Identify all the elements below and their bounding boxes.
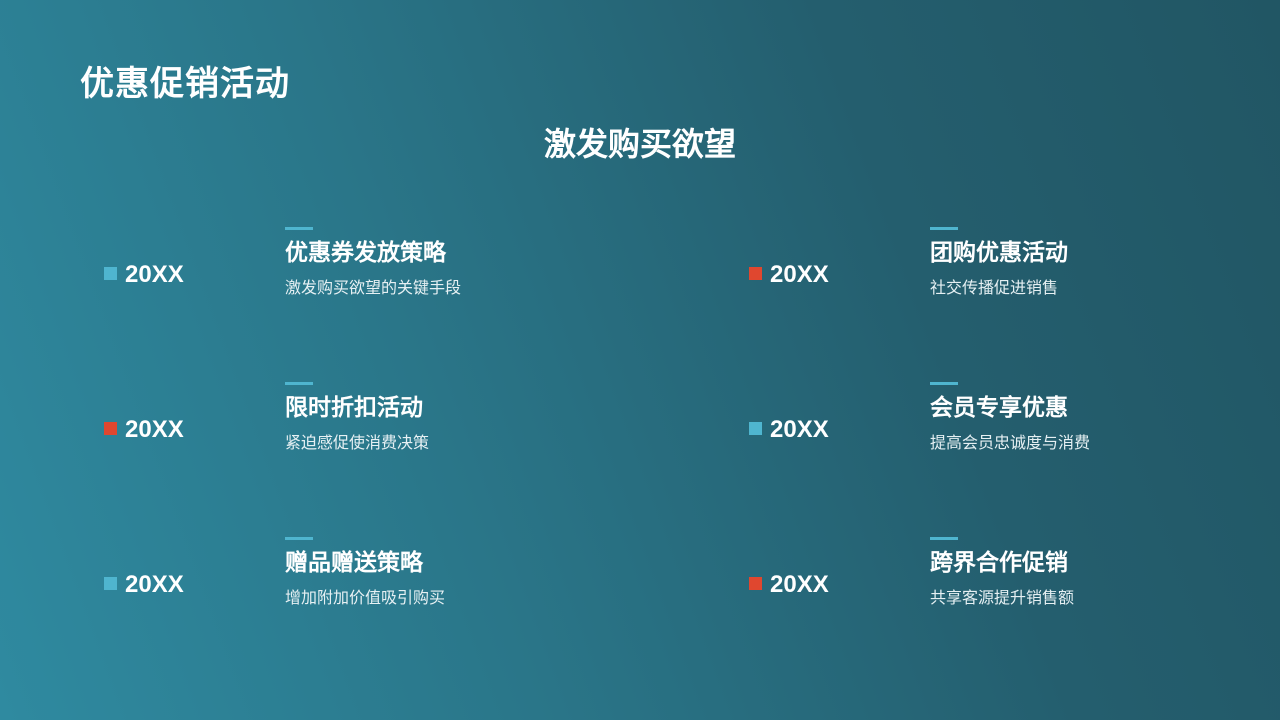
item-year: 20XX [770, 571, 829, 598]
accent-bar [285, 227, 313, 230]
square-bullet-icon [749, 422, 762, 435]
square-bullet-icon [749, 267, 762, 280]
item-description: 增加附加价值吸引购买 [285, 590, 446, 607]
accent-bar [285, 382, 313, 385]
item-description: 共享客源提升销售额 [930, 590, 1075, 607]
square-bullet-icon [749, 577, 762, 590]
item-heading: 团购优惠活动 [930, 239, 1068, 265]
promo-item-flash-sale: 20XX 限时折扣活动 紧迫感促使消费决策 [104, 382, 664, 462]
accent-bar [930, 227, 958, 230]
item-heading: 会员专享优惠 [930, 394, 1068, 420]
item-description: 紧迫感促使消费决策 [285, 435, 430, 452]
promo-item-member: 20XX 会员专享优惠 提高会员忠诚度与消费 [749, 382, 1280, 462]
accent-bar [285, 537, 313, 540]
promo-item-group-buy: 20XX 团购优惠活动 社交传播促进销售 [749, 227, 1280, 307]
item-heading: 跨界合作促销 [930, 549, 1068, 575]
promo-item-gift: 20XX 赠品赠送策略 增加附加价值吸引购买 [104, 537, 664, 617]
square-bullet-icon [104, 422, 117, 435]
square-bullet-icon [104, 267, 117, 280]
slide-title: 优惠促销活动 [80, 65, 290, 103]
item-description: 激发购买欲望的关键手段 [285, 280, 462, 297]
square-bullet-icon [104, 577, 117, 590]
promo-item-crossover: 20XX 跨界合作促销 共享客源提升销售额 [749, 537, 1280, 617]
accent-bar [930, 382, 958, 385]
item-year: 20XX [125, 416, 184, 443]
slide-subtitle: 激发购买欲望 [543, 126, 736, 162]
item-year: 20XX [125, 571, 184, 598]
item-description: 社交传播促进销售 [930, 280, 1059, 297]
item-description: 提高会员忠诚度与消费 [930, 435, 1091, 452]
promo-item-coupon: 20XX 优惠券发放策略 激发购买欲望的关键手段 [104, 227, 664, 307]
item-year: 20XX [770, 261, 829, 288]
item-heading: 限时折扣活动 [285, 394, 423, 420]
item-heading: 赠品赠送策略 [285, 549, 423, 575]
item-year: 20XX [125, 261, 184, 288]
accent-bar [930, 537, 958, 540]
item-heading: 优惠券发放策略 [285, 239, 446, 265]
item-year: 20XX [770, 416, 829, 443]
